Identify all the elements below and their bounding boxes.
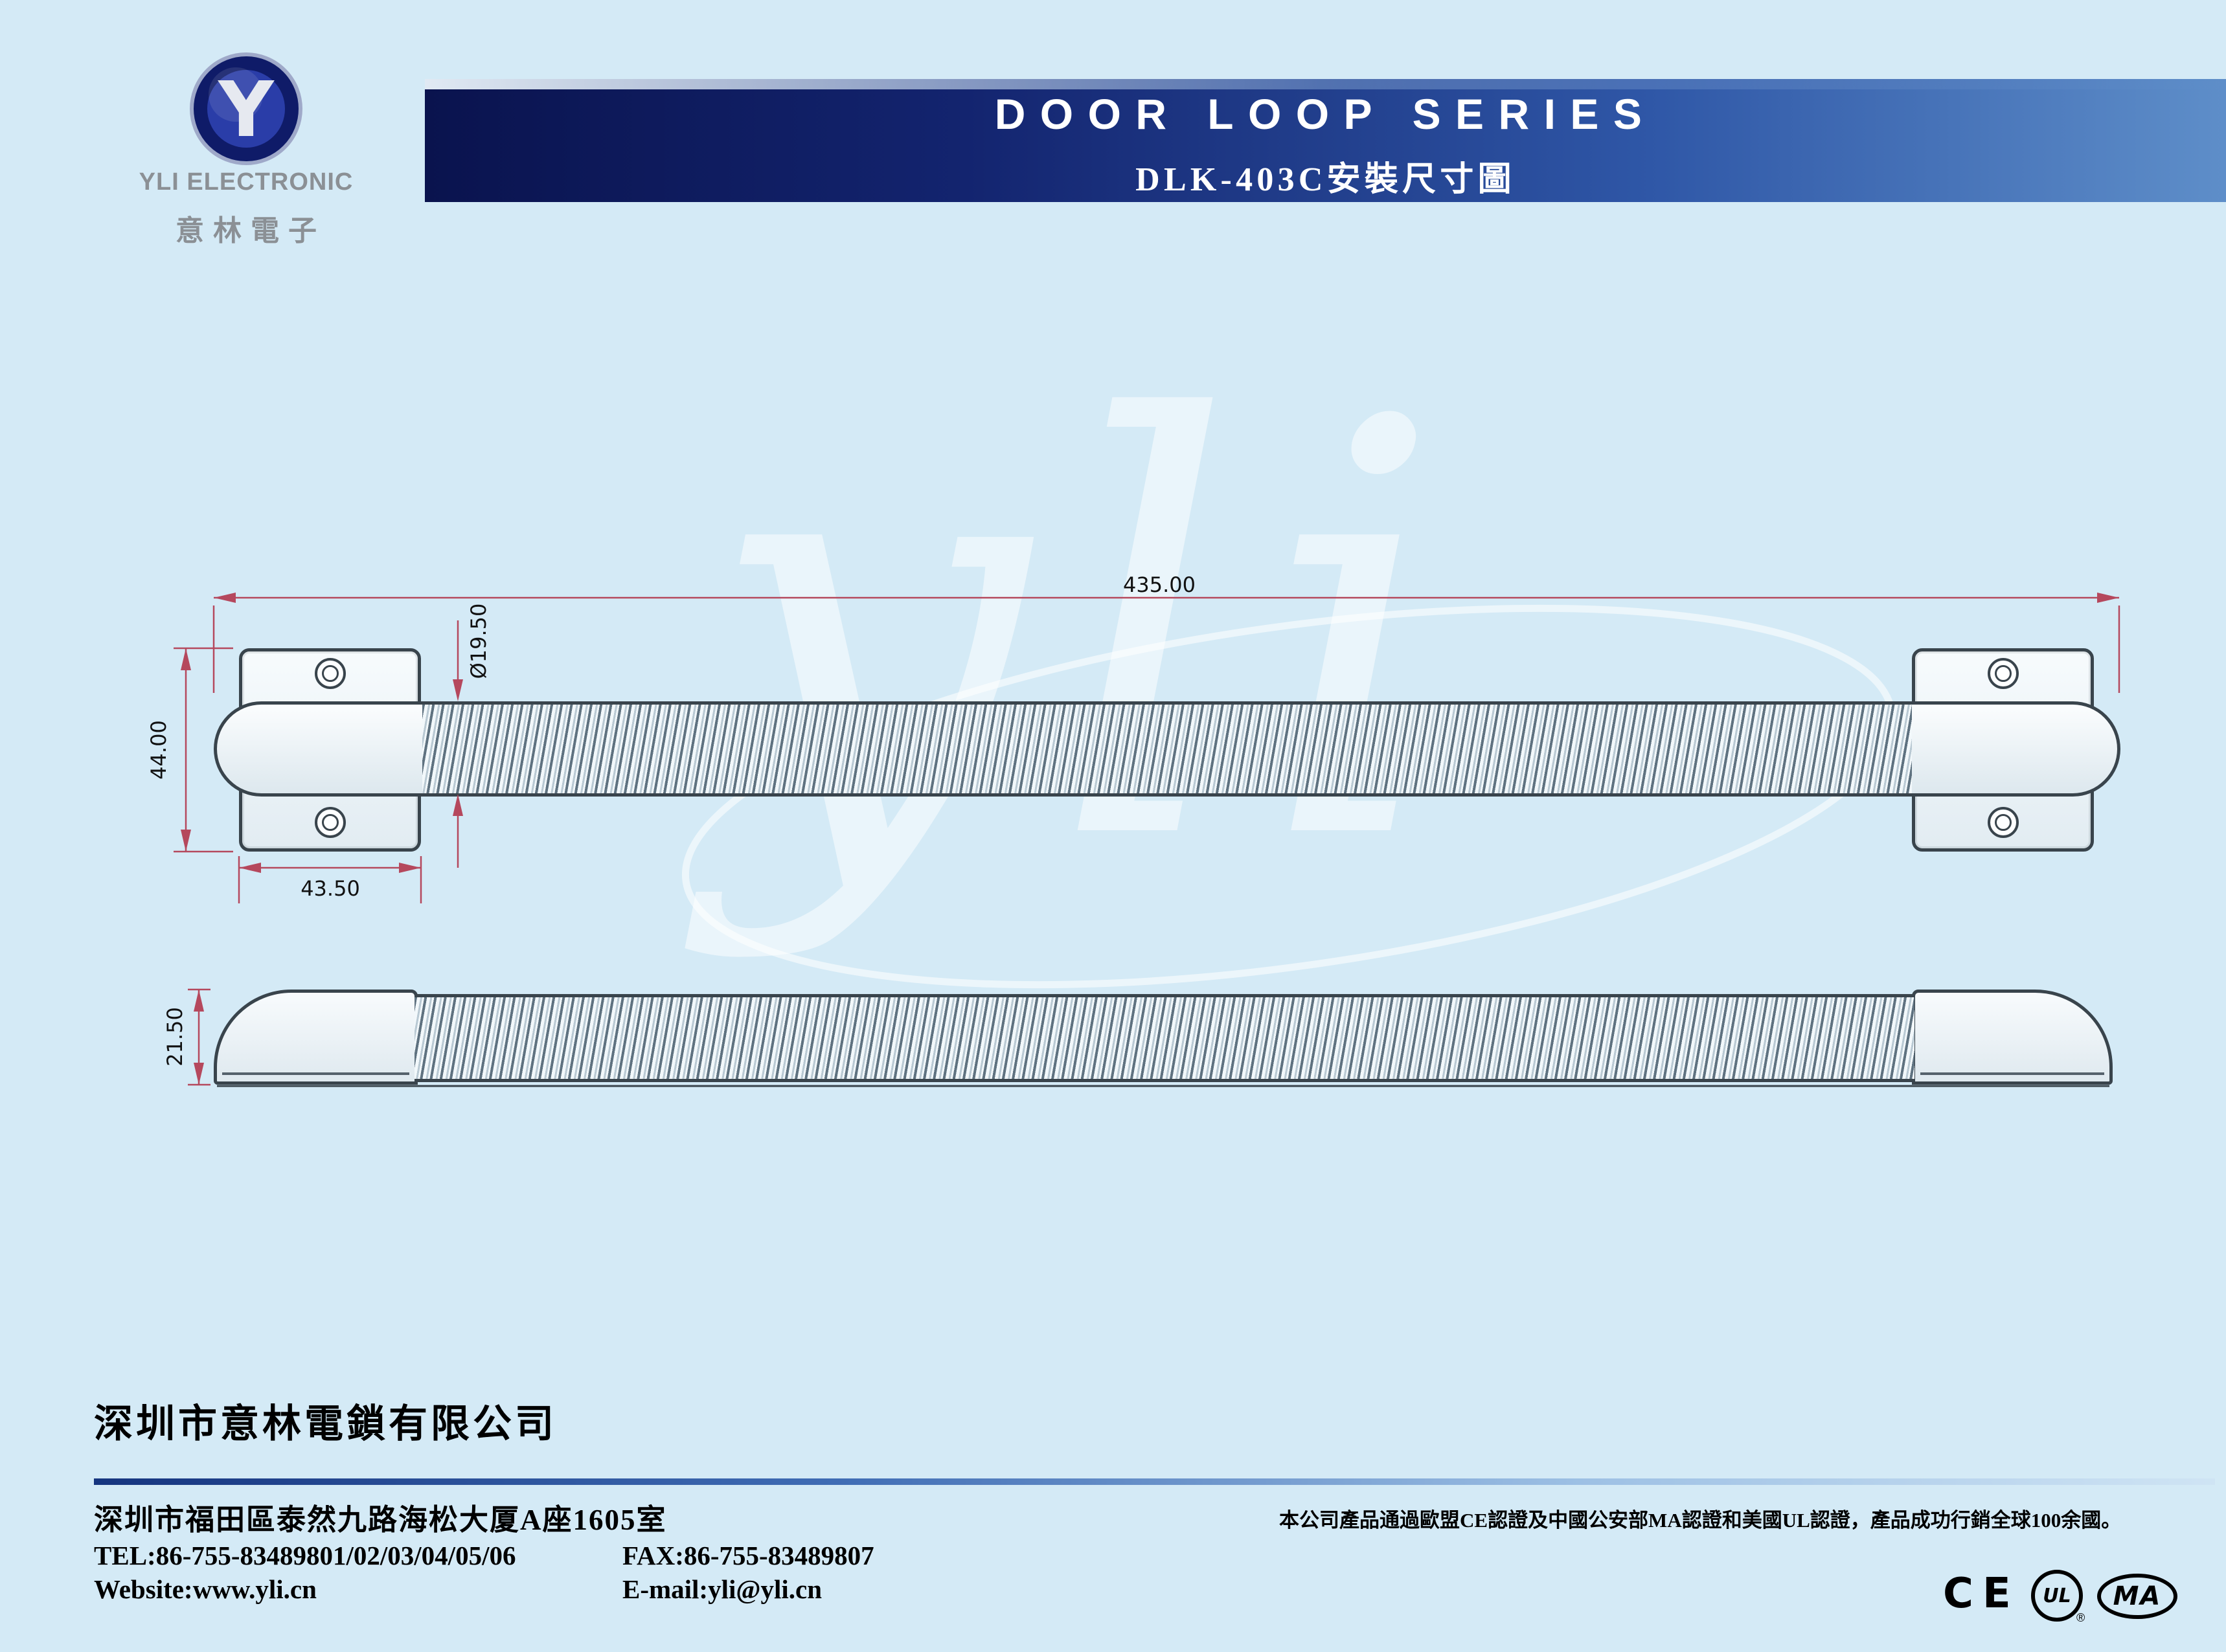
side-cap-base-line [1920,1072,2104,1075]
screw-hole-inner [1995,665,2012,682]
screw-hole-inner [322,814,339,831]
dim-side-height: 21.50 [163,1007,187,1067]
side-view-left-end-cap [214,990,418,1085]
dim-cap-height: 44.00 [146,720,171,780]
footer-fax: FAX:86-755-83489807 [622,1541,874,1570]
ce-mark-icon: CE [1943,1570,2020,1618]
logo-monogram: Y [217,65,275,154]
footer-company-name: 深圳市意林電鎖有限公司 [94,1401,557,1447]
side-view-flexible-tube [415,994,1914,1082]
footer-address: 深圳市福田區泰然九路海松大厦A座1605室 [94,1504,667,1536]
screw-hole [1988,658,2019,689]
footer-website[interactable]: Website:www.yli.cn [94,1574,317,1604]
dim-cap-width: 43.50 [301,876,360,901]
screw-hole-inner [1995,814,2012,831]
screw-hole [1988,807,2019,838]
certification-note: 本公司產品通過歐盟CE認證及中國公安部MA認證和美國UL認證，產品成功行銷全球1… [1279,1509,2122,1532]
front-view-left-dome [214,701,422,797]
watermark-script: yli [706,301,1471,965]
ul-mark-icon: UL [2031,1570,2083,1622]
logo-company-cn: 意林電子 [176,215,326,247]
series-title: DOOR LOOP SERIES [994,90,1657,138]
logo-company-en: YLI ELECTRONIC [139,168,354,196]
model-subtitle: DLK-403C安裝尺寸圖 [1135,161,1516,198]
dim-total-length: 435.00 [1123,572,1196,597]
title-banner: DOOR LOOP SERIES DLK-403C安裝尺寸圖 [425,79,2226,202]
dim-tube-diameter: Ø19.50 [466,603,491,679]
ul-registered-symbol: ® [2076,1611,2085,1624]
footer-divider [94,1478,2215,1485]
footer-email[interactable]: E-mail:yli@yli.cn [622,1574,823,1604]
screw-hole-inner [322,665,339,682]
screw-hole [315,807,346,838]
ma-mark-label: MA [2113,1581,2162,1611]
ul-mark-label: UL [2043,1584,2071,1607]
footer-tel: TEL:86-755-83489801/02/03/04/05/06 [94,1541,516,1570]
side-cap-base-line [222,1072,409,1075]
front-view-flexible-tube [422,701,1912,797]
yli-logo-icon: Y [190,52,302,165]
screw-hole [315,658,346,689]
ma-mark-icon: MA [2097,1574,2177,1619]
front-view-right-dome [1912,701,2120,797]
banner-highlight-stripe [425,79,2226,89]
